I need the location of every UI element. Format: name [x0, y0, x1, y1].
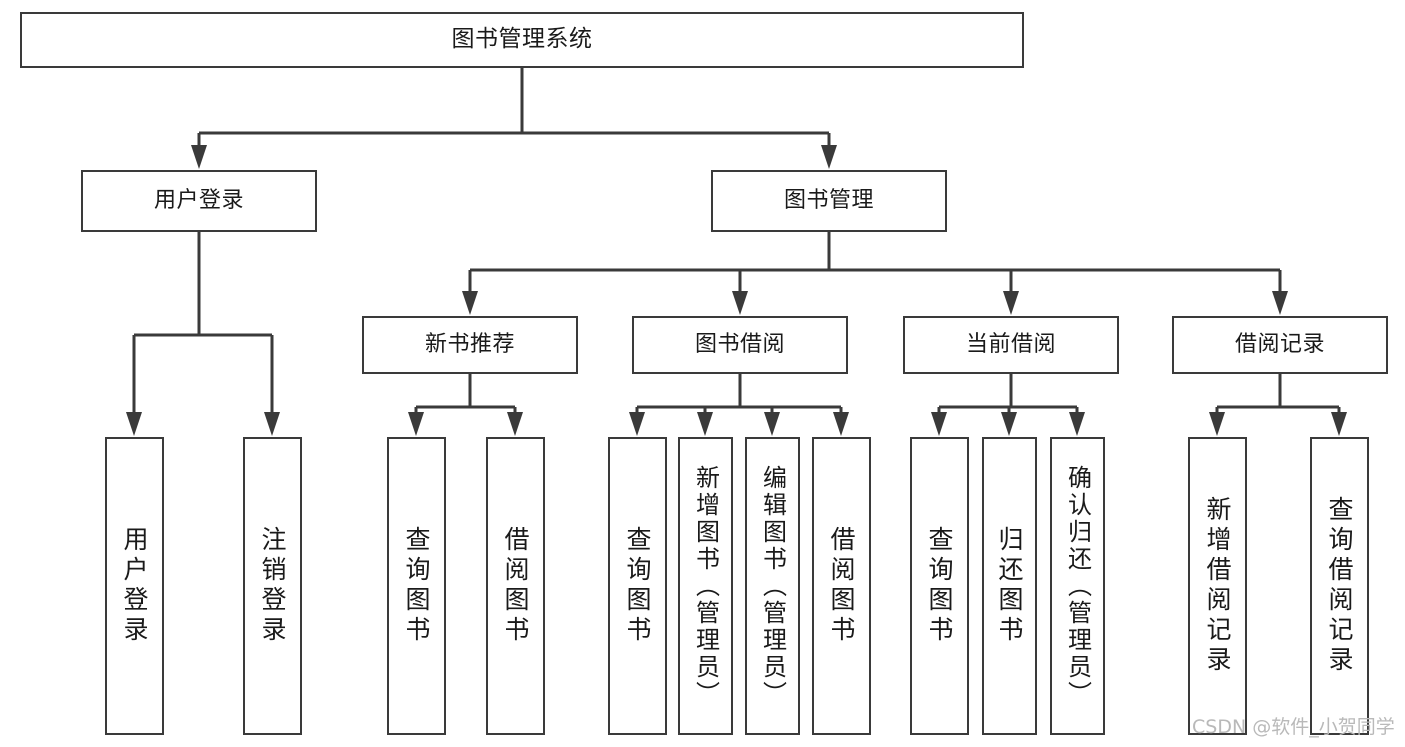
node-label: 当前借阅 [965, 331, 1056, 357]
node-l2-用户登录[interactable]: 用户登录 [81, 170, 317, 232]
node-label: 借阅图书 [827, 526, 856, 646]
node-leaf-5-新增图书管理员[interactable]: 新增图书（管理员） [678, 437, 733, 735]
node-l3-图书借阅[interactable]: 图书借阅 [632, 316, 848, 374]
node-label: 注销登录 [258, 526, 287, 646]
node-label: 确认归还（管理员） [1063, 464, 1092, 708]
csdn-watermark: CSDN @软件_小贺同学 [1192, 716, 1395, 738]
node-label: 编辑图书（管理员） [758, 464, 787, 708]
node-label: 新增图书（管理员） [691, 464, 720, 708]
node-label: 借阅记录 [1234, 331, 1325, 357]
node-root-图书管理系统[interactable]: 图书管理系统 [20, 12, 1024, 68]
node-leaf-8-查询图书[interactable]: 查询图书 [910, 437, 969, 735]
node-leaf-4-查询图书[interactable]: 查询图书 [608, 437, 667, 735]
node-leaf-1-注销登录[interactable]: 注销登录 [243, 437, 302, 735]
node-label: 借阅图书 [501, 526, 530, 646]
node-leaf-6-编辑图书管理员[interactable]: 编辑图书（管理员） [745, 437, 800, 735]
node-label: 图书管理 [783, 187, 874, 213]
node-label: 查询图书 [925, 526, 954, 646]
node-l3-借阅记录[interactable]: 借阅记录 [1172, 316, 1388, 374]
node-label: 图书借阅 [694, 331, 785, 357]
node-label: 归还图书 [995, 526, 1024, 646]
node-label: 用户登录 [120, 526, 149, 646]
node-label: 用户登录 [153, 187, 244, 213]
node-l3-当前借阅[interactable]: 当前借阅 [903, 316, 1119, 374]
node-l3-新书推荐[interactable]: 新书推荐 [362, 316, 578, 374]
node-label: 查询借阅记录 [1325, 496, 1354, 676]
node-leaf-12-查询借阅记录[interactable]: 查询借阅记录 [1310, 437, 1369, 735]
node-leaf-9-归还图书[interactable]: 归还图书 [982, 437, 1037, 735]
node-leaf-0-用户登录[interactable]: 用户登录 [105, 437, 164, 735]
node-label: 新书推荐 [424, 331, 515, 357]
node-label: 查询图书 [623, 526, 652, 646]
node-leaf-11-新增借阅记录[interactable]: 新增借阅记录 [1188, 437, 1247, 735]
node-label: 查询图书 [402, 526, 431, 646]
node-label: 新增借阅记录 [1203, 496, 1232, 676]
node-leaf-2-查询图书[interactable]: 查询图书 [387, 437, 446, 735]
node-l2-图书管理[interactable]: 图书管理 [711, 170, 947, 232]
node-leaf-10-确认归还管理员[interactable]: 确认归还（管理员） [1050, 437, 1105, 735]
node-leaf-7-借阅图书[interactable]: 借阅图书 [812, 437, 871, 735]
node-label: 图书管理系统 [451, 26, 593, 53]
node-leaf-3-借阅图书[interactable]: 借阅图书 [486, 437, 545, 735]
